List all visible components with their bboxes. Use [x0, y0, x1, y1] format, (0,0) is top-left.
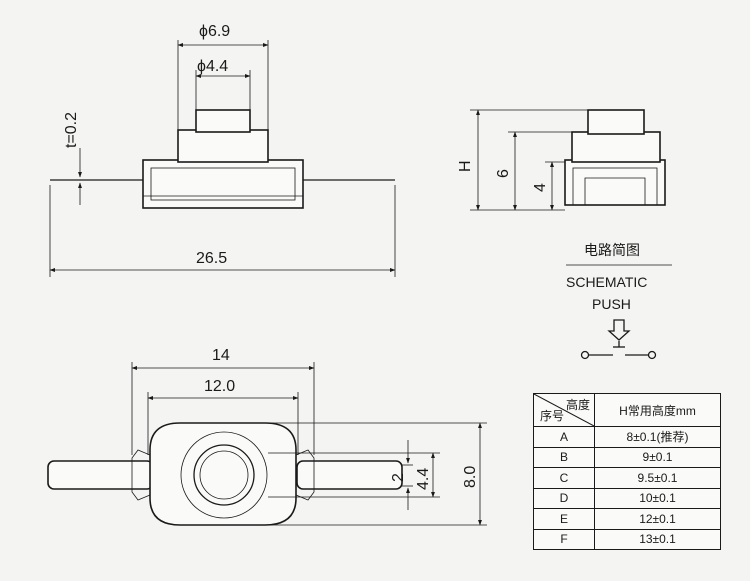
table-header-row: 高度 序号 H常用高度mm [533, 393, 721, 427]
height-6-label: 6 [495, 169, 512, 178]
side-view: ϕ6.9 ϕ4.4 t=0.2 26.5 [49, 23, 396, 277]
schematic: 电路简图 SCHEMATIC PUSH [566, 242, 672, 360]
row-value: 8±0.1(推荐) [594, 426, 721, 448]
outer-diameter-label: ϕ6.9 [199, 23, 230, 40]
col-height-label: 高度 [565, 398, 590, 412]
row-id: D [533, 487, 595, 509]
contact-right [647, 350, 657, 360]
pin-width-label: 2 [390, 473, 407, 482]
total-length-label: 26.5 [196, 250, 227, 267]
row-value: 9.5±0.1 [594, 467, 721, 489]
schematic-title-en: SCHEMATIC [566, 274, 647, 290]
row-value: 9±0.1 [594, 446, 721, 468]
top-view: 14 12.0 2 4.4 8.0 [47, 347, 487, 526]
row-id: A [533, 426, 595, 448]
col-value-header: H常用高度mm [594, 393, 721, 427]
table-corner-header: 高度 序号 [533, 393, 595, 427]
row-id: E [533, 508, 595, 530]
row-value: 13±0.1 [594, 528, 721, 550]
total-height-label: 8.0 [462, 466, 479, 488]
height-4-label: 4 [532, 183, 549, 192]
inner-diameter-label: ϕ4.4 [197, 58, 228, 75]
row-id: B [533, 446, 595, 468]
row-id: F [533, 528, 595, 550]
height-view: H 6 4 [457, 109, 666, 211]
inner-width-label: 12.0 [204, 378, 235, 395]
col-index-label: 序号 [540, 409, 565, 423]
outer-width-label: 14 [212, 347, 230, 364]
height-h-label: H [457, 160, 474, 172]
schematic-subtitle: PUSH [592, 296, 631, 312]
schematic-title-cn: 电路简图 [584, 242, 640, 258]
button-diameter-label: 4.4 [415, 468, 432, 490]
contact-left [580, 350, 590, 360]
push-arrow-icon [607, 319, 631, 341]
row-value: 10±0.1 [594, 487, 721, 509]
row-value: 12±0.1 [594, 508, 721, 530]
thickness-label: t=0.2 [63, 112, 80, 148]
row-id: C [533, 467, 595, 489]
